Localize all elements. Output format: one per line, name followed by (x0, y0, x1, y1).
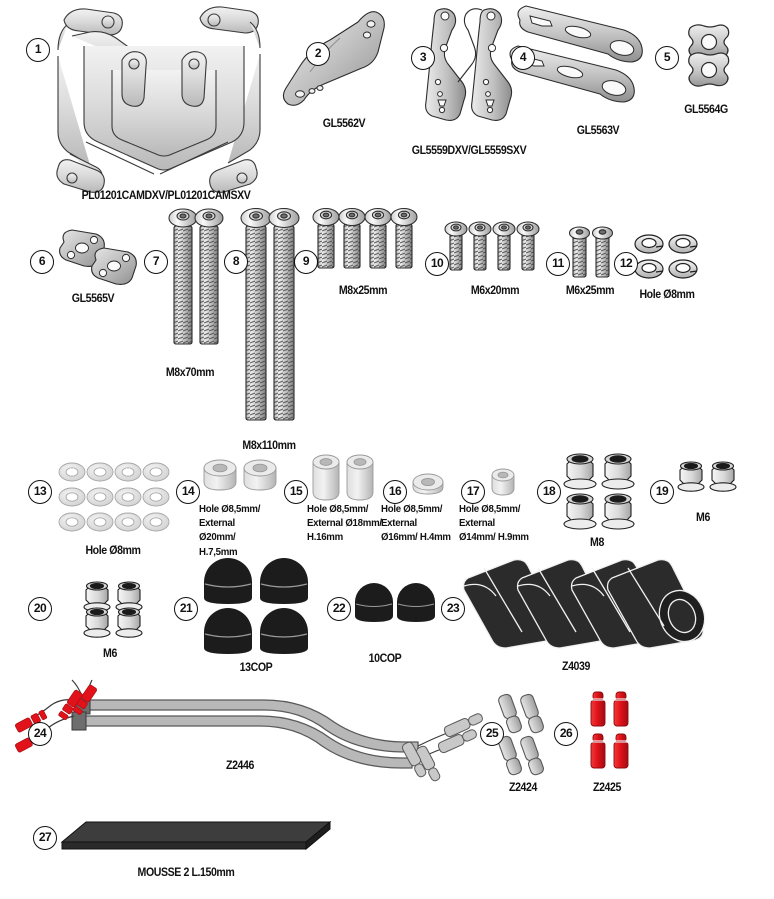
part-crimp-connector-z2424 (498, 692, 552, 778)
item-caption-21: 13COP (239, 662, 273, 674)
item-badge-13[interactable]: 13 (28, 480, 52, 504)
item-badge-24[interactable]: 24 (28, 722, 52, 746)
item-badge-8[interactable]: 8 (224, 250, 248, 274)
part-spacer-16mm (410, 472, 448, 498)
item-caption-25: Z2424 (509, 782, 537, 794)
item-badge-1[interactable]: 1 (26, 38, 50, 62)
part-bolt-m6x20 (444, 218, 544, 276)
part-oval-spacers (56, 228, 142, 290)
item-caption-20: M6 (103, 648, 117, 660)
item-badge-20[interactable]: 20 (28, 597, 52, 621)
part-flat-washer (58, 460, 172, 542)
item-badge-21[interactable]: 21 (174, 597, 198, 621)
item-badge-15[interactable]: 15 (284, 480, 308, 504)
part-spacer-18mm (310, 450, 380, 504)
item-badge-22[interactable]: 22 (327, 597, 351, 621)
item-caption-2: GL5562V (322, 118, 366, 130)
item-caption-6: GL5565V (71, 293, 115, 305)
part-wiring-harness-z2446 (14, 676, 494, 782)
part-foam-strip (58, 816, 336, 858)
part-flange-nut-m8 (562, 452, 640, 530)
item-caption-8: M8x110mm (242, 440, 296, 452)
item-caption-5: GL5564G (684, 104, 728, 116)
item-badge-9[interactable]: 9 (294, 250, 318, 274)
item-caption-15: Hole Ø8,5mm/ External Ø18mm/ H.16mm (307, 503, 382, 544)
part-bolt-m8x110 (240, 204, 300, 430)
part-arm-plates (420, 4, 520, 124)
item-caption-11: M6x25mm (565, 285, 615, 297)
item-badge-14[interactable]: 14 (176, 480, 200, 504)
part-flange-nut-m6 (676, 460, 740, 500)
item-badge-18[interactable]: 18 (537, 480, 561, 504)
item-caption-1: PL01201CAMDXV/PL01201CAMSXV (81, 190, 251, 202)
item-badge-16[interactable]: 16 (383, 480, 407, 504)
item-badge-10[interactable]: 10 (425, 252, 449, 276)
item-caption-18: M8 (590, 537, 604, 549)
part-dome-cap-13cop (200, 556, 312, 654)
item-badge-12[interactable]: 12 (614, 252, 638, 276)
part-bolt-m8x25 (312, 204, 420, 276)
part-bolt-m8x70 (168, 204, 224, 356)
item-badge-2[interactable]: 2 (306, 42, 330, 66)
item-caption-10: M6x20mm (470, 285, 520, 297)
part-red-connector-z2425 (588, 688, 638, 772)
part-split-lock-washer (634, 232, 706, 284)
part-flange-nut-m6-b (82, 580, 148, 642)
item-badge-4[interactable]: 4 (511, 46, 535, 70)
item-badge-6[interactable]: 6 (30, 250, 54, 274)
item-caption-9: M8x25mm (338, 285, 388, 297)
part-bolt-m6x25 (568, 224, 618, 280)
item-caption-14: Hole Ø8,5mm/ External Ø20mm/ H.7,5mm (199, 503, 261, 558)
part-spool-plates (684, 22, 736, 88)
item-caption-27: MOUSSE 2 L.150mm (137, 867, 235, 879)
part-bent-bracket (280, 8, 390, 108)
item-badge-27[interactable]: 27 (33, 826, 57, 850)
part-rubber-tube-z4039 (462, 556, 706, 652)
item-badge-17[interactable]: 17 (461, 480, 485, 504)
item-caption-26: Z2425 (593, 782, 621, 794)
item-caption-23: Z4039 (562, 661, 590, 673)
item-caption-19: M6 (696, 512, 710, 524)
part-dome-cap-10cop (352, 580, 436, 636)
item-badge-23[interactable]: 23 (441, 597, 465, 621)
part-spacer-20mm (202, 458, 280, 500)
item-badge-3[interactable]: 3 (411, 46, 435, 70)
item-caption-12: Hole Ø8mm (639, 289, 695, 301)
item-caption-22: 10COP (368, 653, 402, 665)
item-badge-25[interactable]: 25 (480, 722, 504, 746)
part-tubular-rack (24, 2, 304, 193)
item-caption-17: Hole Ø8,5mm/ External Ø14mm/ H.9mm (459, 503, 529, 544)
item-caption-13: Hole Ø8mm (85, 545, 141, 557)
item-badge-7[interactable]: 7 (144, 250, 168, 274)
item-caption-16: Hole Ø8,5mm/ External Ø16mm/ H.4mm (381, 503, 451, 544)
item-caption-24: Z2446 (226, 760, 254, 772)
item-caption-4: GL5563V (576, 125, 620, 137)
item-badge-5[interactable]: 5 (655, 46, 679, 70)
item-badge-19[interactable]: 19 (650, 480, 674, 504)
item-badge-11[interactable]: 11 (546, 252, 570, 276)
part-spacer-14mm (489, 466, 523, 500)
item-caption-3: GL5559DXV/GL5559SXV (411, 145, 527, 157)
item-caption-7: M8x70mm (165, 367, 215, 379)
item-badge-26[interactable]: 26 (554, 722, 578, 746)
